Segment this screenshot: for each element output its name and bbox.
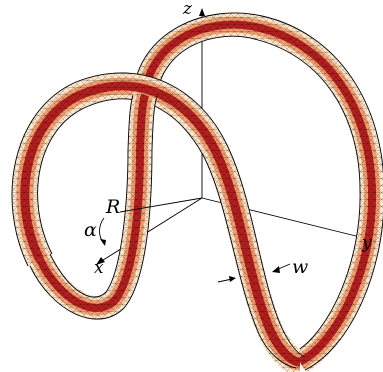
width-arrowhead-left: [229, 276, 236, 282]
width-annotation: [217, 263, 291, 283]
x-axis-line: [99, 197, 203, 263]
y-axis-label: y: [361, 233, 372, 253]
x-arrowhead: [96, 257, 105, 265]
width-arrowhead-right: [272, 266, 280, 273]
rise-mesh: [29, 91, 157, 320]
front-mesh: [11, 73, 302, 372]
front-outer-edge: [11, 72, 306, 358]
z-arrowhead: [199, 8, 205, 16]
back-outer-edge: [132, 12, 383, 371]
radius-label: R: [105, 196, 120, 218]
radius-annotation: [99, 197, 203, 246]
angle-arrowhead: [100, 239, 106, 246]
labels: z y x R α w: [84, 0, 372, 278]
x-axis-label: x: [94, 258, 104, 278]
width-label: w: [292, 256, 308, 278]
z-axis-label: z: [182, 0, 193, 19]
ribbon-back: [132, 12, 383, 372]
rise-outer-edge: [29, 95, 158, 320]
back-inner-edge: [156, 35, 361, 353]
angle-label: α: [84, 219, 97, 241]
radius-line: [119, 197, 203, 213]
back-mesh: [133, 12, 383, 372]
rise-inner-edge: [49, 94, 134, 298]
front-inner-edge: [37, 98, 297, 369]
ribbon-front: [11, 72, 306, 372]
